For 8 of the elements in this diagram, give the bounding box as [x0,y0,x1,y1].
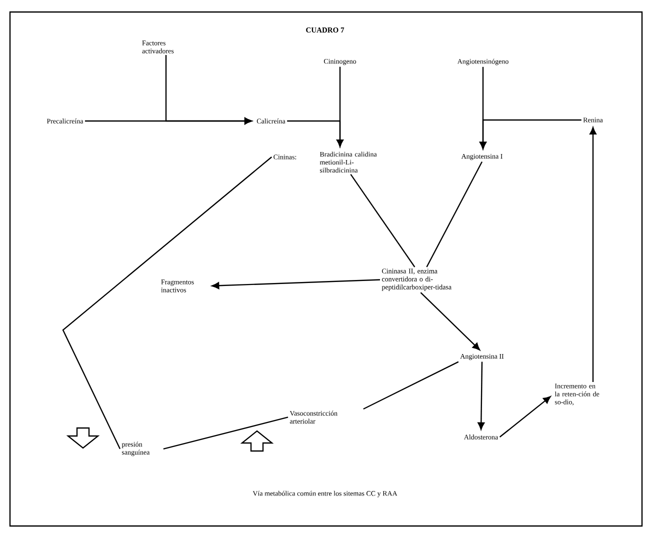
arrow [590,127,596,382]
arrow [287,120,344,147]
arrow [420,292,480,350]
arrow [499,396,551,438]
arrow [478,362,485,430]
arrow [212,279,380,290]
arrow [165,55,252,124]
arrow [480,119,582,150]
